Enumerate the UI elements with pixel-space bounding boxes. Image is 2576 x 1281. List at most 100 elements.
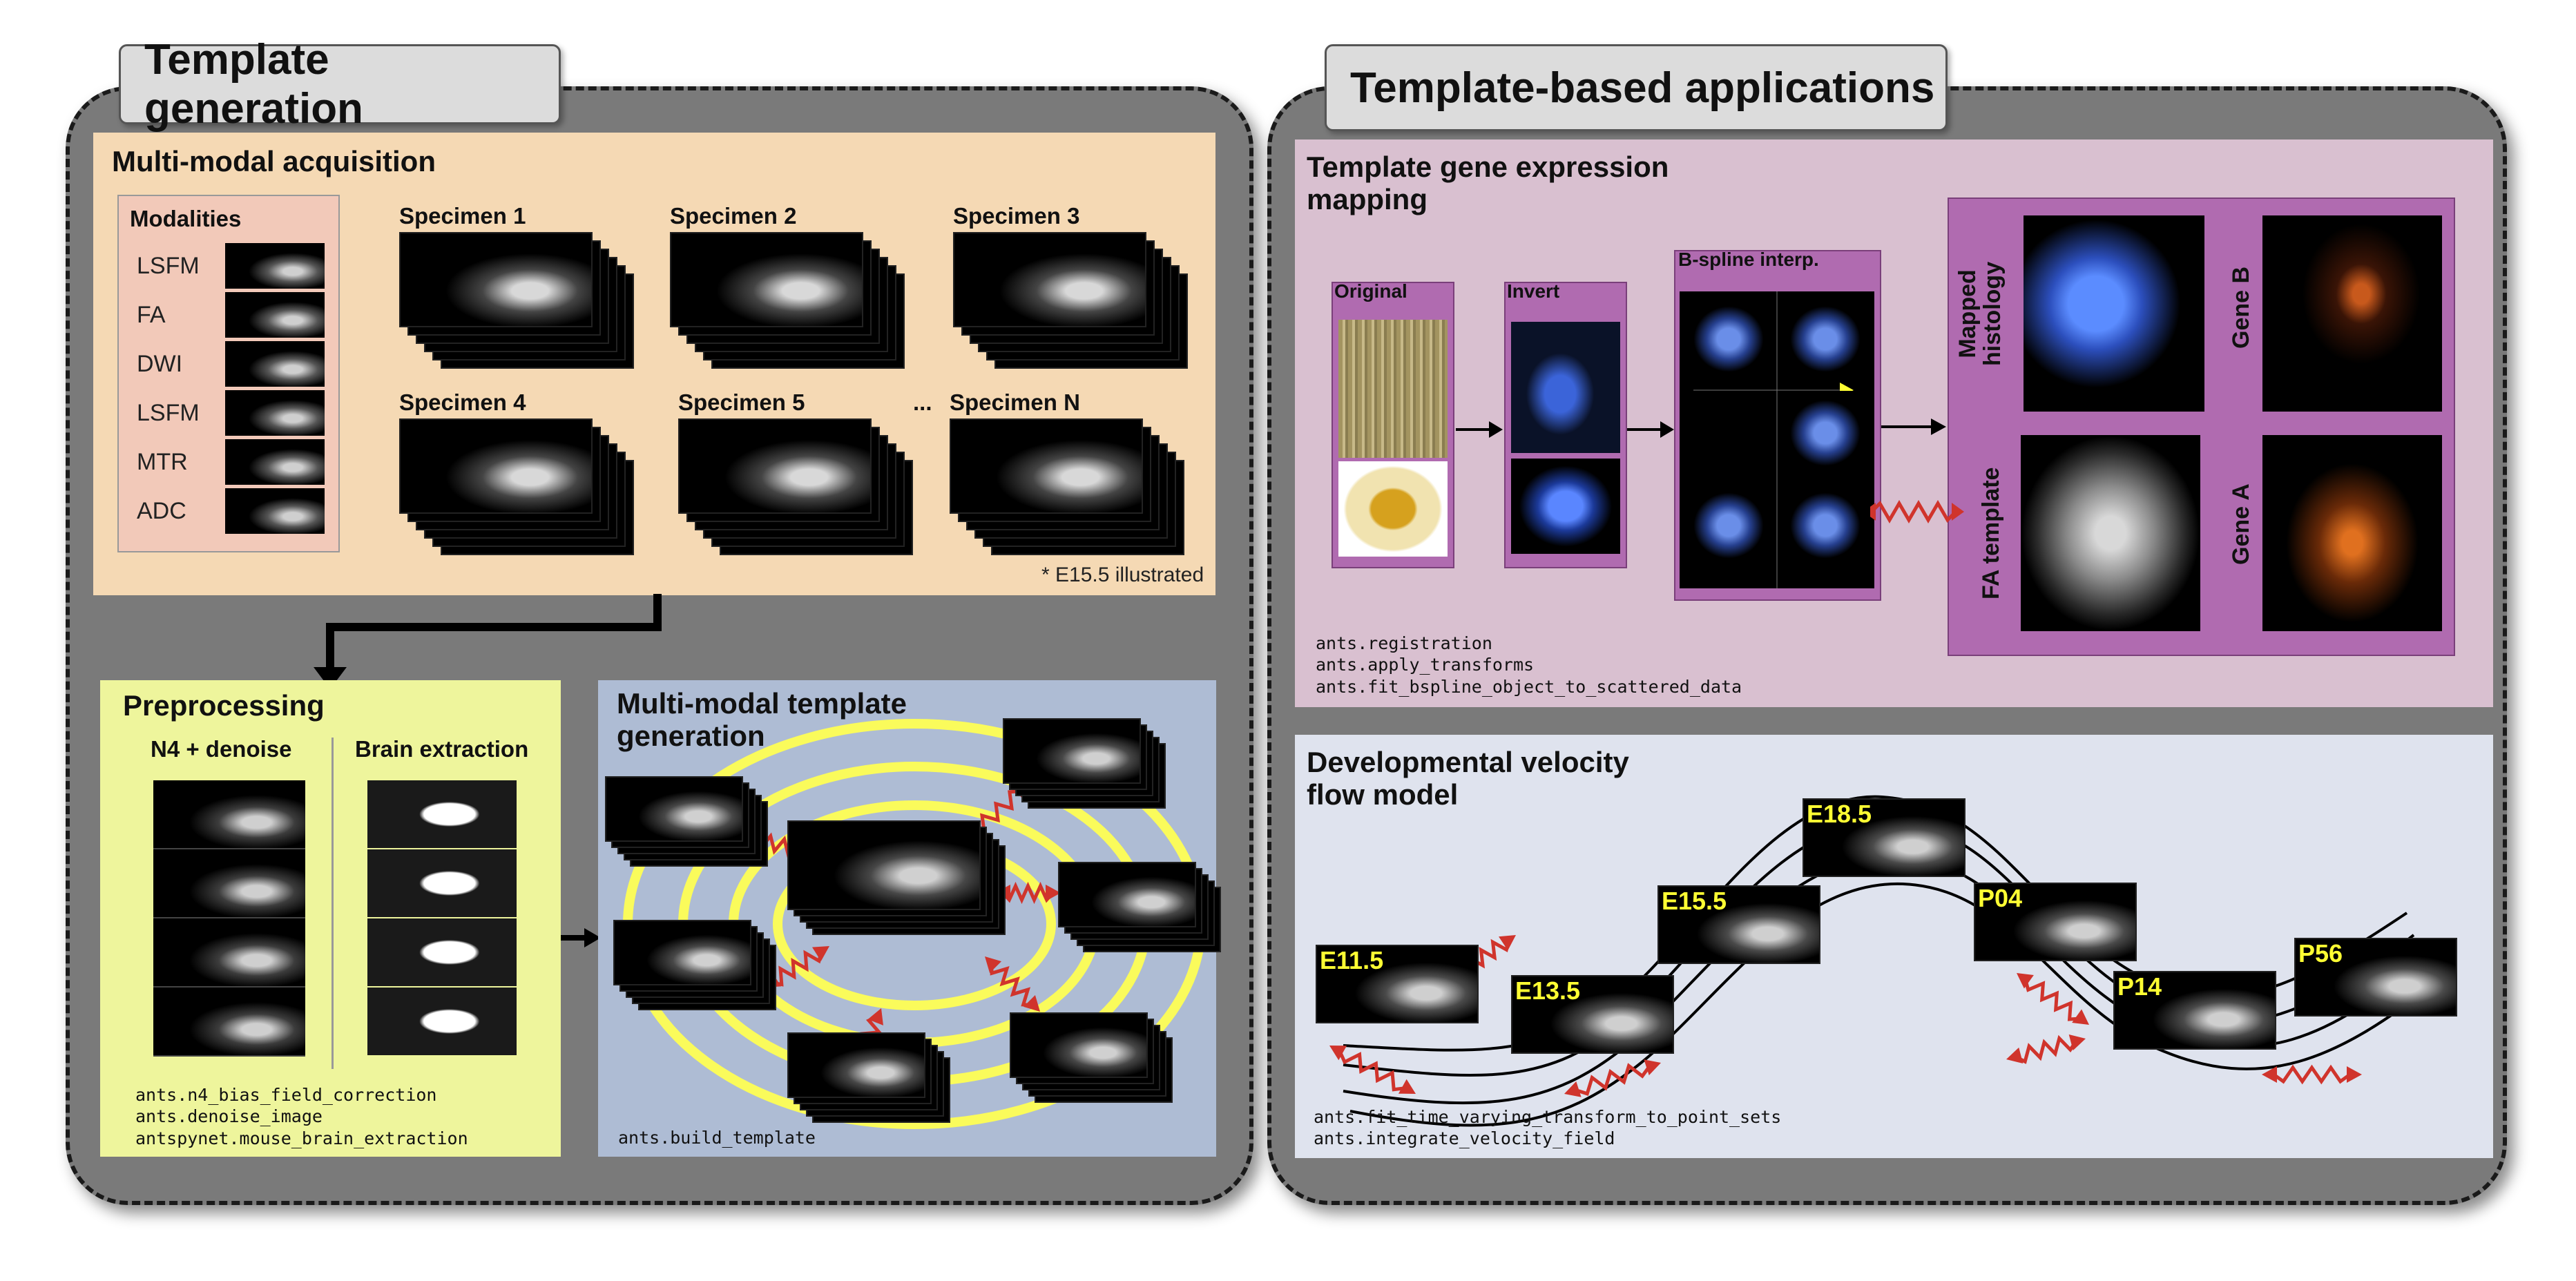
age-label: P14 (2117, 972, 2162, 1001)
n4-denoise-image (153, 849, 305, 918)
modality-thumbnail (225, 243, 325, 289)
velocity-wavy-arrow (2024, 979, 2081, 1021)
n4-denoise-image (153, 918, 305, 988)
template-gen-code: ants.build_template (618, 1128, 816, 1148)
template-generation-title: Template generation (144, 36, 363, 133)
age-label: E13.5 (1515, 976, 1581, 1005)
brain-mask-image (367, 988, 517, 1055)
template-gen-wavy-arrow-head (811, 946, 829, 961)
template-stack-slice (613, 920, 751, 985)
gene-a-image (2262, 435, 2442, 631)
velocity-wavy-arrow-head (2017, 973, 2034, 989)
template-stack-slice (605, 776, 743, 842)
bspline-label: B-spline interp. (1678, 249, 1819, 270)
age-label: P04 (1978, 884, 2023, 912)
velocity-wavy-arrow (1575, 1063, 1651, 1096)
velocity-wavy-arrow-head (2347, 1066, 2362, 1083)
template-gen-wavy-arrow-head (1046, 885, 1061, 901)
n4-denoise-image (153, 988, 305, 1057)
age-image (1803, 798, 1965, 877)
specimen-ellipsis: ... (913, 389, 932, 415)
modality-label: LSFM (137, 400, 200, 426)
template-stack-slice (1058, 862, 1196, 927)
modality-thumbnail (225, 488, 325, 534)
specimen-slice (953, 232, 1146, 327)
age-label: P56 (2298, 939, 2343, 967)
specimen-slice (399, 418, 593, 514)
brain-mask-image (367, 780, 517, 848)
bspline-blob (1780, 483, 1870, 568)
age-image (1511, 975, 1674, 1054)
preprocessing-divider (331, 738, 334, 1069)
velocity-wavy-arrow-head (1644, 1059, 1661, 1076)
modality-label: DWI (137, 351, 183, 377)
age-image (1974, 883, 2137, 961)
age-label: E11.5 (1320, 946, 1384, 974)
brain-extraction-label: Brain extraction (355, 736, 529, 762)
specimen-slice (399, 232, 593, 327)
original-histology-image (1338, 320, 1448, 458)
acquisition-footnote: * E15.5 illustrated (1041, 564, 1204, 586)
specimen-slice (670, 232, 863, 327)
brain-mask-image (367, 918, 517, 986)
velocity-title: Developmental velocity flow model (1307, 746, 1629, 811)
velocity-wavy-arrow-head (1398, 1079, 1416, 1094)
specimen-label: Specimen 2 (670, 203, 797, 229)
fa-template-image (2021, 435, 2200, 631)
template-stack-slice (787, 1032, 925, 1098)
gene-mapping-code: ants.registration ants.apply_transforms … (1316, 633, 1742, 697)
gene-b-label: Gene B (2228, 266, 2254, 349)
modality-thumbnail (225, 292, 325, 338)
template-gen-wavy-arrow (1001, 881, 1055, 905)
template-applications-title: Template-based applications (1350, 64, 1935, 112)
original-section-image (1338, 461, 1448, 557)
modality-label: MTR (137, 449, 188, 475)
modality-label: LSFM (137, 253, 200, 279)
velocity-code: ants.fit_time_varying_transform_to_point… (1314, 1107, 1782, 1149)
age-label: E18.5 (1807, 800, 1872, 828)
invert-label: Invert (1507, 280, 1560, 302)
gene-b-image (2262, 215, 2442, 412)
preprocessing-to-template-arrow (561, 928, 601, 947)
modality-thumbnail (225, 390, 325, 436)
gene-mapping-title: Template gene expression mapping (1307, 151, 1669, 216)
template-gen-wavy-arrow-head (867, 1008, 883, 1025)
fa-template-label: FA template (1978, 467, 2004, 599)
specimen-label: Specimen 4 (399, 389, 526, 415)
acquisition-title: Multi-modal acquisition (112, 145, 436, 177)
velocity-wavy-arrow-head (2068, 1034, 2086, 1051)
bspline-blob (1780, 391, 1870, 475)
specimen-slice (950, 418, 1143, 514)
velocity-wavy-arrow-head (2262, 1066, 2277, 1083)
velocity-wavy-arrow-head (1329, 1046, 1347, 1061)
invert-section-image (1511, 459, 1620, 554)
modality-label: ADC (137, 498, 186, 524)
modality-label: FA (137, 302, 166, 328)
n4-denoise-image (153, 780, 305, 849)
bspline-to-results-arrow (1881, 418, 1946, 435)
preprocessing-code: ants.n4_bias_field_correction ants.denoi… (135, 1085, 468, 1148)
invert-to-bspline-arrow (1627, 421, 1674, 438)
modality-thumbnail (225, 341, 325, 387)
mapped-histology-label: Mapped histology (1954, 261, 2006, 366)
modality-thumbnail (225, 439, 325, 485)
template-gen-wavy-arrow (990, 963, 1034, 1007)
original-label: Original (1334, 280, 1407, 302)
velocity-wavy-arrow (2015, 1034, 2078, 1064)
age-label: E15.5 (1662, 887, 1727, 915)
age-image (2294, 938, 2457, 1017)
specimen-label: Specimen 3 (953, 203, 1080, 229)
velocity-wavy-arrow (2272, 1064, 2352, 1085)
age-image (1657, 885, 1820, 964)
mapped-histology-image (2024, 215, 2204, 412)
specimen-slice (678, 418, 872, 514)
bspline-blob (1780, 297, 1870, 381)
velocity-wavy-arrow-head (1499, 935, 1516, 951)
template-gen-wavy-arrow-head (985, 956, 1002, 974)
template-applications-tab: Template-based applications (1325, 44, 1948, 131)
gene-mapping-wavy-arrow (1863, 500, 1964, 523)
specimen-label: Specimen 1 (399, 203, 526, 229)
n4-denoise-label: N4 + denoise (151, 736, 292, 762)
original-to-invert-arrow (1456, 421, 1503, 438)
preprocessing-title: Preprocessing (123, 689, 325, 722)
